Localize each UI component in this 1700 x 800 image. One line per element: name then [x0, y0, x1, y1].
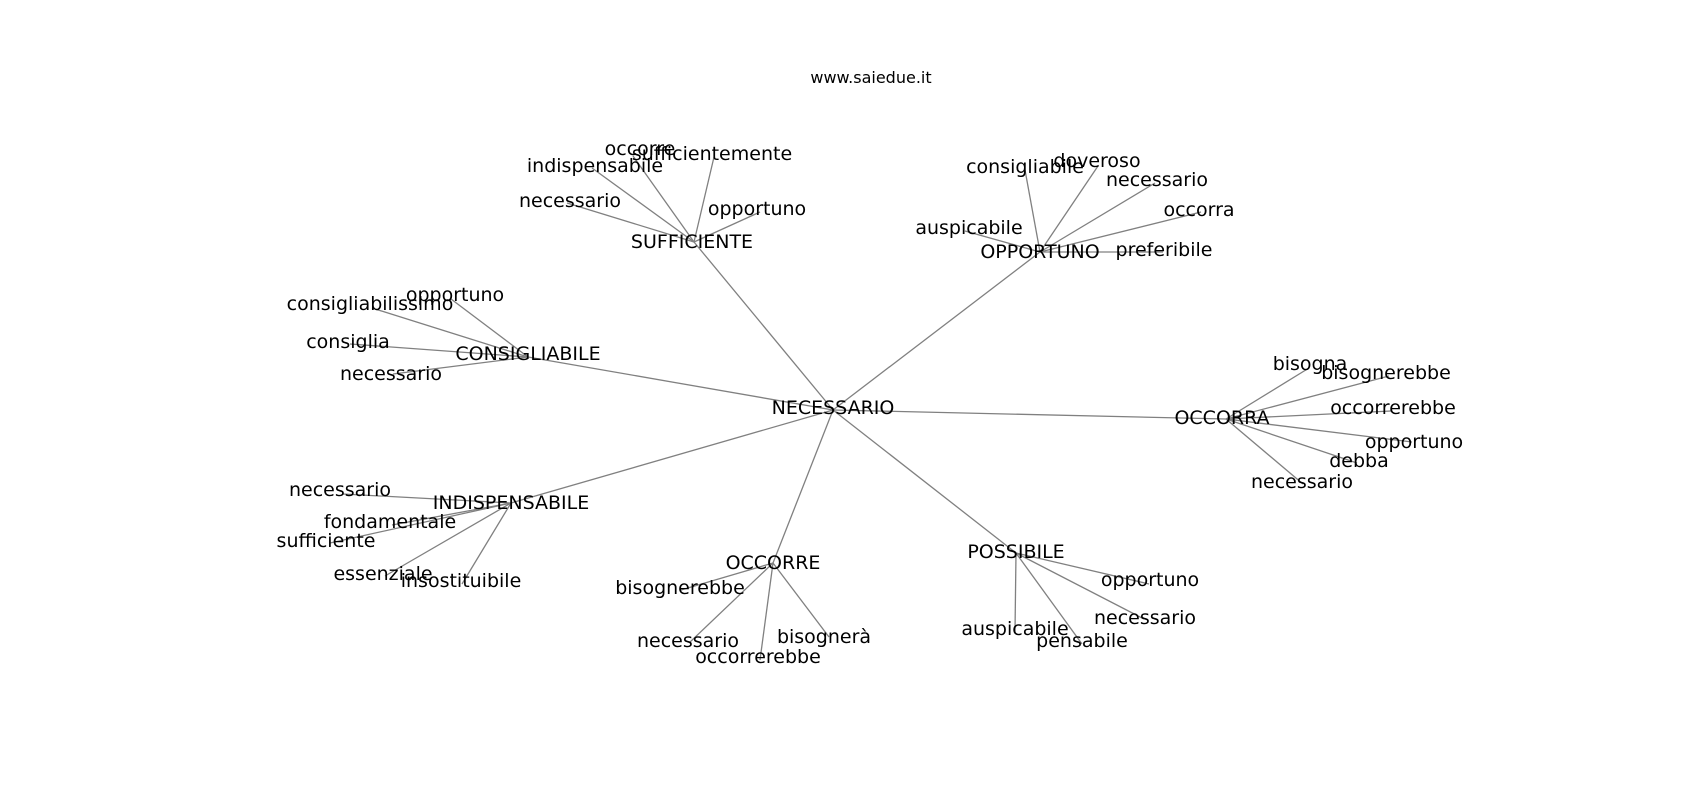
leaf-node-label: occorrerebbe: [695, 646, 821, 668]
edge-hub-to-leaf: [688, 562, 774, 644]
edge-center-to-hub: [510, 409, 834, 504]
edge-hub-to-leaf: [1225, 418, 1304, 485]
edge-hub-to-leaf: [1225, 418, 1358, 464]
leaf-node-label: necessario: [1106, 169, 1208, 191]
leaf-node-label: consigliabilissimo: [287, 293, 454, 315]
leaf-node-label: necessario: [340, 363, 442, 385]
leaf-node-label: bisognerà: [777, 626, 871, 648]
edge-hub-to-leaf: [461, 502, 512, 585]
edge-hub-to-leaf: [964, 230, 1041, 253]
edge-hub-to-leaf: [1225, 418, 1413, 443]
edge-hub-to-leaf: [1225, 410, 1392, 420]
leaf-node-label: necessario: [1251, 471, 1353, 493]
edge-hub-to-leaf: [1015, 552, 1083, 645]
leaf-node-label: pensabile: [1036, 630, 1128, 652]
hub-node-label: SUFFICIENTE: [631, 231, 753, 253]
edge-hub-to-leaf: [450, 298, 529, 358]
leaf-node-label: opportuno: [406, 284, 504, 306]
leaf-node-label: occorrerebbe: [1330, 397, 1456, 419]
hub-node-label: CONSIGLIABILE: [455, 343, 600, 365]
edge-hub-to-leaf: [371, 307, 529, 358]
leaf-node-label: indispensabile: [527, 155, 663, 177]
leaf-node-label: bisognerebbe: [1321, 362, 1451, 384]
edge-hub-to-leaf: [693, 156, 715, 243]
center-node-label: NECESSARIO: [772, 397, 895, 419]
leaf-node-label: insostituibile: [401, 570, 522, 592]
site-title: www.saiedue.it: [810, 68, 931, 87]
edge-hub-to-leaf: [1225, 375, 1390, 420]
leaf-node-label: bisognerebbe: [615, 577, 745, 599]
edge-center-to-hub: [832, 409, 1017, 554]
edge-hub-to-leaf: [591, 167, 695, 243]
hub-node-label: POSSIBILE: [967, 541, 1064, 563]
edge-center-to-hub: [527, 356, 834, 411]
leaf-node-label: occorre: [605, 138, 676, 160]
edge-hub-to-leaf: [1039, 165, 1099, 253]
labels-layer: NECESSARIO SUFFICIENTE occorresufficientem…: [277, 138, 1464, 668]
leaf-node-label: auspicabile: [915, 217, 1022, 239]
edge-hub-to-leaf: [1225, 367, 1310, 420]
edge-hub-to-leaf: [759, 562, 774, 661]
leaf-node-label: necessario: [1094, 607, 1196, 629]
edge-center-to-hub: [772, 409, 834, 564]
edge-center-to-hub: [832, 251, 1041, 411]
edge-hub-to-leaf: [1039, 211, 1202, 253]
leaf-node-label: opportuno: [1365, 431, 1463, 453]
edge-hub-to-leaf: [349, 343, 529, 358]
leaf-node-label: necessario: [289, 479, 391, 501]
edges-layer: [329, 155, 1413, 661]
leaf-node-label: opportuno: [708, 198, 806, 220]
leaf-node-label: consigliabile: [966, 156, 1084, 178]
edge-hub-to-leaf: [1014, 552, 1017, 633]
edge-hub-to-leaf: [342, 493, 512, 504]
edge-hub-to-leaf: [632, 155, 695, 243]
leaf-node-label: sufficientemente: [632, 143, 792, 165]
leaf-node-label: opportuno: [1101, 569, 1199, 591]
leaf-node-label: necessario: [637, 630, 739, 652]
edge-center-to-hub: [693, 241, 834, 411]
edge-hub-to-leaf: [1024, 169, 1041, 253]
leaf-node-label: necessario: [519, 190, 621, 212]
leaf-node-label: debba: [1329, 450, 1389, 472]
edge-hub-to-leaf: [772, 562, 830, 638]
edge-hub-to-leaf: [1015, 552, 1150, 585]
edge-hub-to-leaf: [391, 502, 512, 526]
leaf-node-label: auspicabile: [961, 618, 1068, 640]
edge-hub-to-leaf: [1015, 552, 1145, 620]
edge-hub-to-leaf: [392, 356, 529, 375]
leaf-node-label: fondamentale: [324, 511, 456, 533]
leaf-node-label: doveroso: [1053, 150, 1140, 172]
leaf-node-label: bisogna: [1273, 353, 1348, 375]
hub-node-label: INDISPENSABILE: [433, 492, 589, 514]
edge-center-to-hub: [832, 409, 1227, 420]
edge-hub-to-leaf: [680, 562, 774, 591]
edge-hub-to-leaf: [693, 211, 761, 243]
edge-hub-to-leaf: [329, 502, 512, 544]
leaf-node-label: essenziale: [333, 563, 432, 585]
leaf-node-label: consiglia: [306, 331, 390, 353]
edge-hub-to-leaf: [1039, 182, 1156, 253]
leaf-node-label: occorra: [1163, 199, 1234, 221]
edge-hub-to-leaf: [566, 202, 695, 243]
leaf-node-label: preferibile: [1116, 239, 1213, 261]
edge-hub-to-leaf: [384, 502, 512, 577]
hub-node-label: OPPORTUNO: [980, 241, 1099, 263]
hub-node-label: OCCORRE: [726, 552, 821, 574]
hub-node-label: OCCORRA: [1174, 407, 1269, 429]
leaf-node-label: sufficiente: [277, 530, 376, 552]
